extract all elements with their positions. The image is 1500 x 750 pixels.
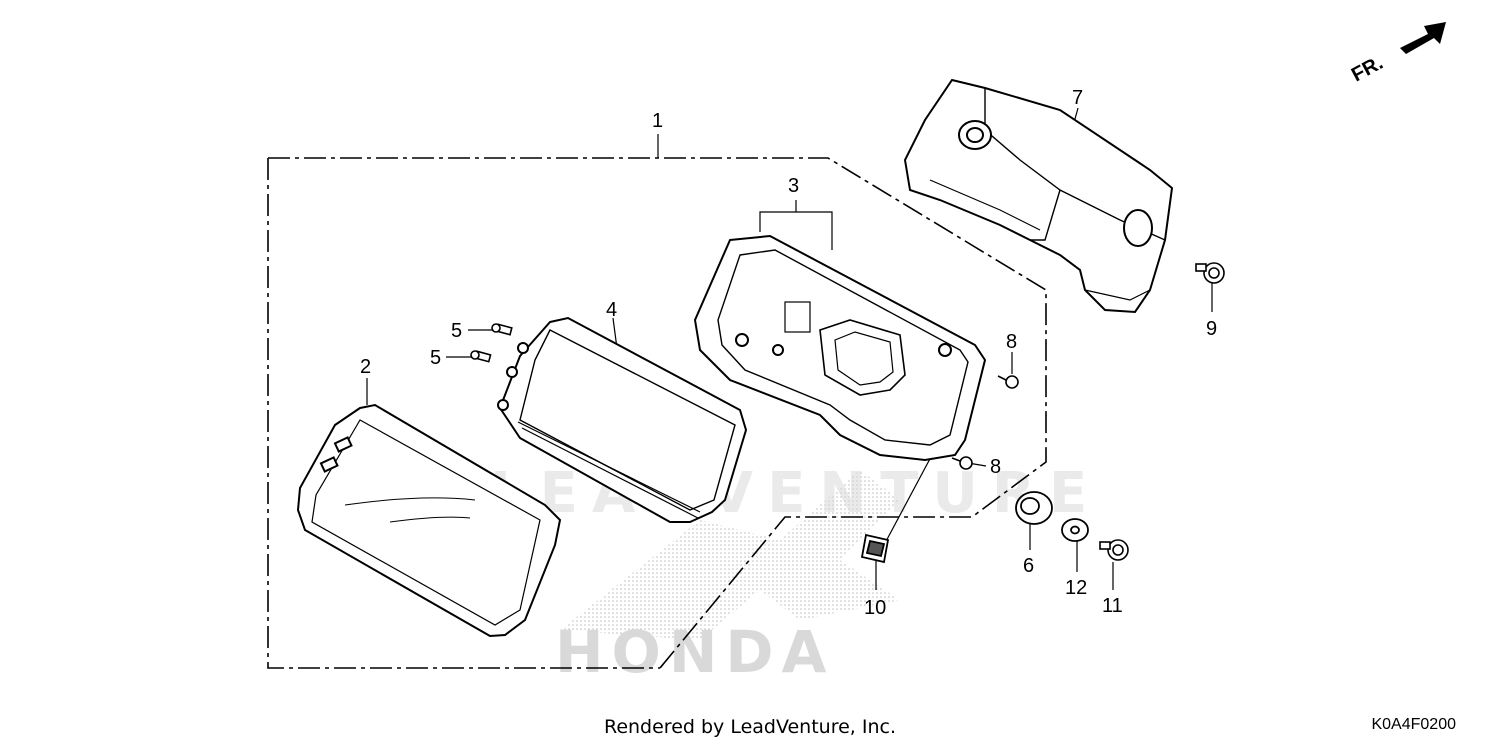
callout-12: 12 [1065, 577, 1087, 599]
part-4-display-panel [497, 316, 748, 523]
callout-8a: 8 [1006, 331, 1017, 353]
part-8-screw-b [951, 456, 973, 470]
diagram-code: K0A4F0200 [1371, 716, 1456, 733]
part-7-upper-cover [903, 78, 1174, 314]
watermark: LEADVENTURE HONDA [490, 461, 1087, 686]
callout-4: 4 [606, 299, 617, 321]
part-5-screw-a [491, 323, 513, 336]
part-6-grommet [1015, 491, 1053, 525]
callouts: 1 2 3 4 5 5 6 7 8 8 9 10 11 12 [360, 87, 1217, 619]
callout-10: 10 [864, 597, 886, 619]
part-5-screw-b [470, 350, 492, 363]
render-credit: Rendered by LeadVenture, Inc. [603, 716, 897, 738]
part-8-screw-a [997, 375, 1019, 389]
part-3-case [693, 234, 987, 462]
part-9-bolt [1195, 262, 1225, 284]
callout-8b: 8 [990, 456, 1001, 478]
part-12-washer [1061, 518, 1089, 542]
callout-6: 6 [1023, 555, 1034, 577]
front-arrow-icon [1400, 22, 1446, 54]
callout-7: 7 [1072, 87, 1083, 109]
callout-3: 3 [788, 175, 799, 197]
callout-9: 9 [1206, 318, 1217, 340]
callout-5a: 5 [451, 320, 462, 342]
watermark-honda: HONDA [555, 618, 834, 686]
callout-2: 2 [360, 356, 371, 378]
callout-5b: 5 [430, 347, 441, 369]
front-label: FR. [1348, 52, 1387, 87]
front-direction-indicator: FR. [1348, 22, 1446, 86]
part-11-bolt [1099, 539, 1129, 561]
assembly-outline [267, 157, 1047, 669]
callout-11: 11 [1102, 595, 1123, 617]
part-10-clip [860, 533, 890, 564]
wing-logo-watermark [560, 470, 900, 640]
callout-1: 1 [652, 110, 663, 132]
part-2-lens-cover [296, 403, 562, 638]
